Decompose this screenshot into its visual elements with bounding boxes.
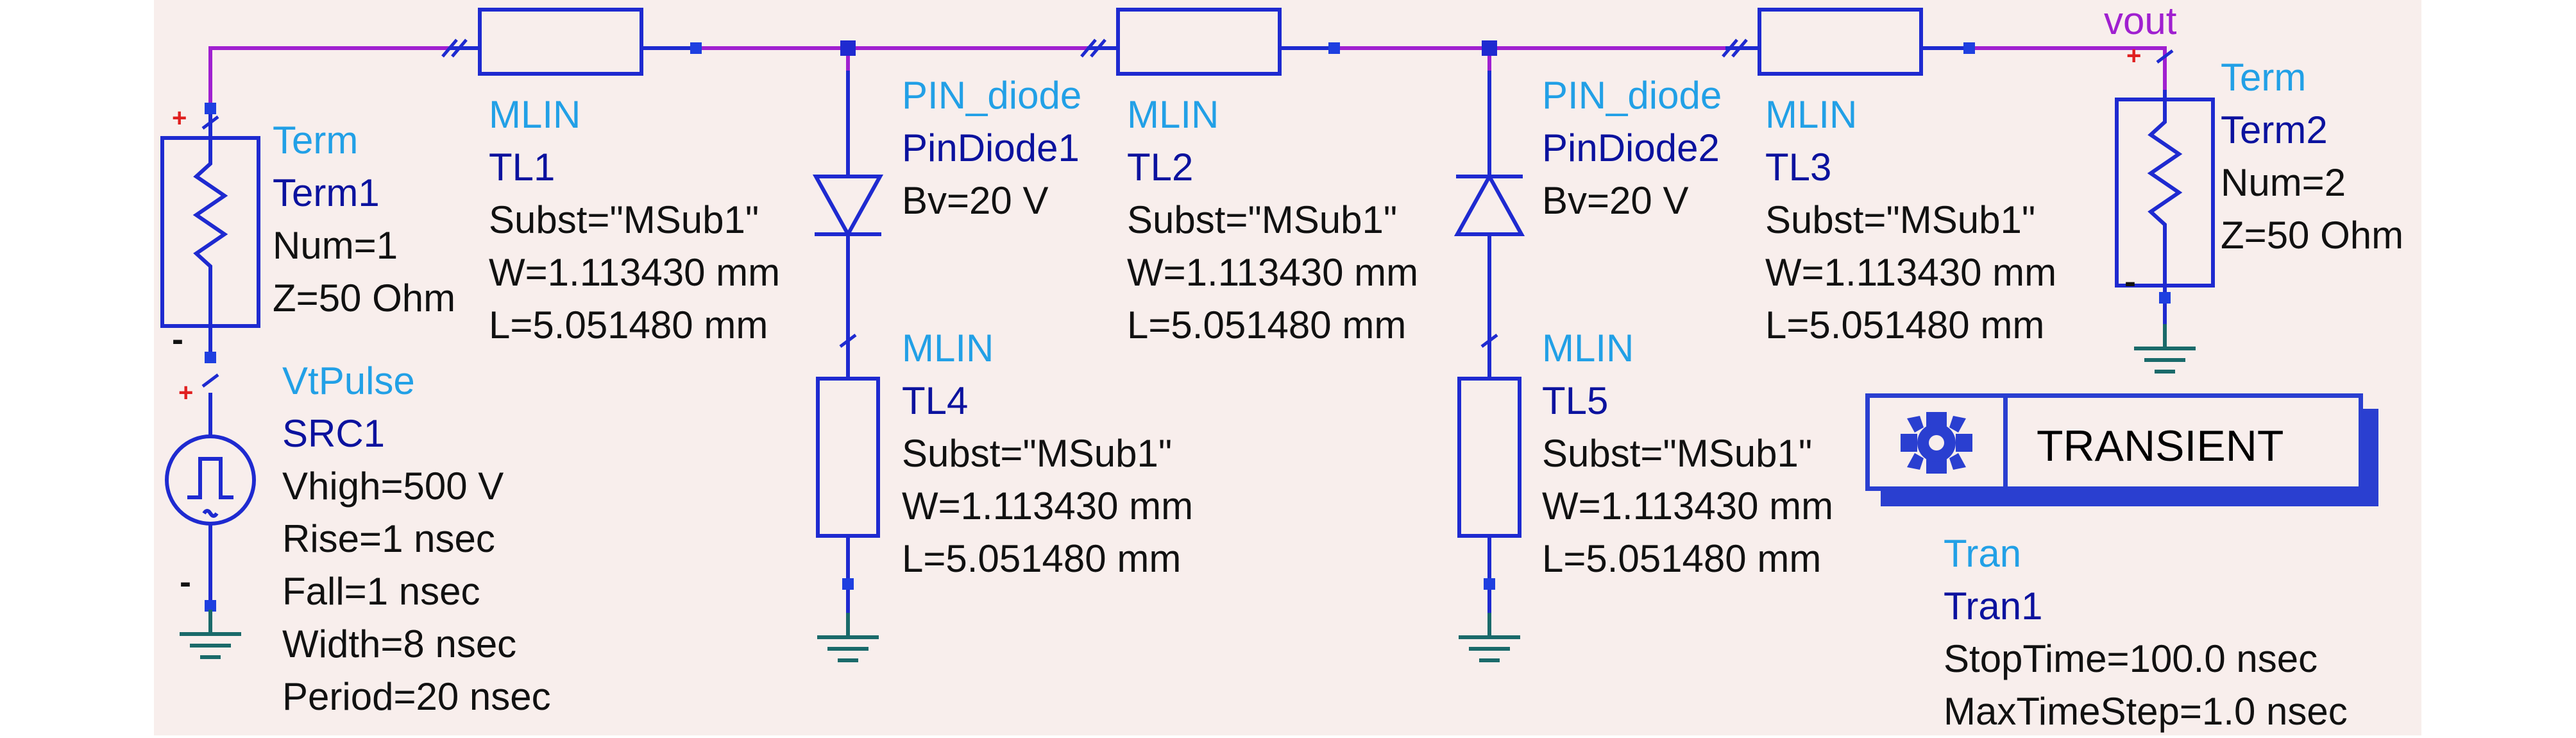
tl4-param: L=5.051480 mm: [902, 537, 1182, 580]
src1-param: Vhigh=500 V: [282, 465, 504, 508]
tl5-param: W=1.113430 mm: [1542, 485, 1834, 528]
term1-symbol: [160, 136, 260, 328]
tran-type: Tran: [1944, 532, 2022, 575]
tran-param: MaxTimeStep=1.0 nsec: [1944, 690, 2348, 733]
transient-icon-cell: [1870, 398, 2008, 495]
tl5-name: TL5: [1542, 379, 1609, 422]
schematic-background: [154, 0, 2421, 735]
tl4-param: Subst="MSub1": [902, 432, 1173, 475]
tl5-type: MLIN: [1542, 327, 1634, 370]
tl3-param: Subst="MSub1": [1765, 198, 2036, 241]
term1-plus-mark: +: [172, 104, 187, 132]
term2-minus-mark: -: [2124, 262, 2136, 301]
ground-src1: [180, 610, 241, 657]
src1-param: Fall=1 nsec: [282, 570, 480, 613]
ground-term2: [2134, 324, 2196, 372]
diode1-symbol: [812, 175, 884, 239]
tl1-body: [478, 8, 643, 76]
term2-type: Term: [2221, 56, 2307, 99]
tl2-name: TL2: [1127, 146, 1194, 189]
pin-markers: [205, 40, 2171, 612]
tl5-label: MLIN TL5 Subst="MSub1" W=1.113430 mm L=5…: [1542, 322, 1833, 585]
tl3-label: MLIN TL3 Subst="MSub1" W=1.113430 mm L=5…: [1765, 89, 2056, 352]
tran-param: StopTime=100.0 nsec: [1944, 637, 2318, 680]
src1-minus-mark: -: [180, 563, 191, 601]
tl2-param: W=1.113430 mm: [1127, 251, 1419, 294]
diode1-type: PIN_diode: [902, 74, 1082, 117]
wires: [208, 46, 2167, 112]
tl5-body: [1457, 377, 1521, 538]
src1-param: Period=20 nsec: [282, 675, 551, 718]
tl2-param: Subst="MSub1": [1127, 198, 1398, 241]
term2-plus-mark: +: [2126, 42, 2142, 70]
tl5-param: Subst="MSub1": [1542, 432, 1813, 475]
diode2-symbol: [1453, 172, 1525, 236]
tl4-name: TL4: [902, 379, 969, 422]
src1-label: VtPulse SRC1 Vhigh=500 V Rise=1 nsec Fal…: [282, 355, 551, 723]
term2-label: Term Term2 Num=2 Z=50 Ohm: [2221, 51, 2403, 262]
tl1-param: W=1.113430 mm: [489, 251, 781, 294]
diode2-name: PinDiode2: [1542, 126, 1720, 169]
tl1-label: MLIN TL1 Subst="MSub1" W=1.113430 mm L=5…: [489, 89, 780, 352]
diode2-bv: Bv=20 V: [1542, 179, 1689, 222]
term1-minus-mark: -: [172, 320, 183, 359]
tran-name: Tran1: [1944, 585, 2043, 628]
tl4-body: [816, 377, 880, 538]
term2-symbol: [2115, 98, 2215, 287]
tran-label: Tran Tran1 StopTime=100.0 nsec MaxTimeSt…: [1944, 528, 2348, 738]
term1-num: Num=1: [273, 224, 398, 267]
tl1-name: TL1: [489, 146, 555, 189]
tl3-type: MLIN: [1765, 93, 1858, 136]
tl2-param: L=5.051480 mm: [1127, 304, 1407, 347]
diode2-label: PIN_diode PinDiode2 Bv=20 V: [1542, 69, 1722, 227]
transient-title: TRANSIENT: [2037, 422, 2284, 470]
transient-box: TRANSIENT: [1865, 393, 2363, 495]
tl4-type: MLIN: [902, 327, 994, 370]
term2-name: Term2: [2221, 108, 2328, 151]
tl2-body: [1116, 8, 1282, 76]
term2-num: Num=2: [2221, 161, 2346, 204]
diode1-bv: Bv=20 V: [902, 179, 1049, 222]
tl3-param: W=1.113430 mm: [1765, 251, 2057, 294]
term1-z: Z=50 Ohm: [273, 277, 456, 320]
vtpulse-symbol: [165, 434, 256, 526]
term2-z: Z=50 Ohm: [2221, 214, 2404, 257]
tl1-param: L=5.051480 mm: [489, 304, 768, 347]
tl3-name: TL3: [1765, 146, 1832, 189]
src1-param: Rise=1 nsec: [282, 517, 495, 560]
tl1-type: MLIN: [489, 93, 581, 136]
tl3-param: L=5.051480 mm: [1765, 304, 2045, 347]
diode1-name: PinDiode1: [902, 126, 1080, 169]
net-label-vout: vout: [2104, 0, 2177, 42]
tl4-param: W=1.113430 mm: [902, 485, 1194, 528]
src1-param: Width=8 nsec: [282, 622, 517, 665]
src1-name: SRC1: [282, 412, 386, 455]
ground-tl5: [1459, 613, 1520, 660]
mlin-bodies: [478, 8, 1923, 538]
diode1-label: PIN_diode PinDiode1 Bv=20 V: [902, 69, 1081, 227]
term1-name: Term1: [273, 171, 380, 214]
tl1-param: Subst="MSub1": [489, 198, 759, 241]
tl5-param: L=5.051480 mm: [1542, 537, 1822, 580]
tl2-type: MLIN: [1127, 93, 1219, 136]
tl4-label: MLIN TL4 Subst="MSub1" W=1.113430 mm L=5…: [902, 322, 1193, 585]
src1-plus-mark: +: [178, 379, 194, 407]
term1-label: Term Term1 Num=1 Z=50 Ohm: [273, 114, 455, 325]
tl2-label: MLIN TL2 Subst="MSub1" W=1.113430 mm L=5…: [1127, 89, 1418, 352]
diode2-type: PIN_diode: [1542, 74, 1722, 117]
tl3-body: [1758, 8, 1923, 76]
ground-tl4: [817, 613, 879, 660]
simulation-gear-icon: [1901, 412, 1972, 474]
src1-type: VtPulse: [282, 359, 415, 402]
transient-controller[interactable]: TRANSIENT: [1865, 393, 2378, 506]
pin-ticks: [201, 39, 2174, 388]
term1-type: Term: [273, 119, 359, 162]
